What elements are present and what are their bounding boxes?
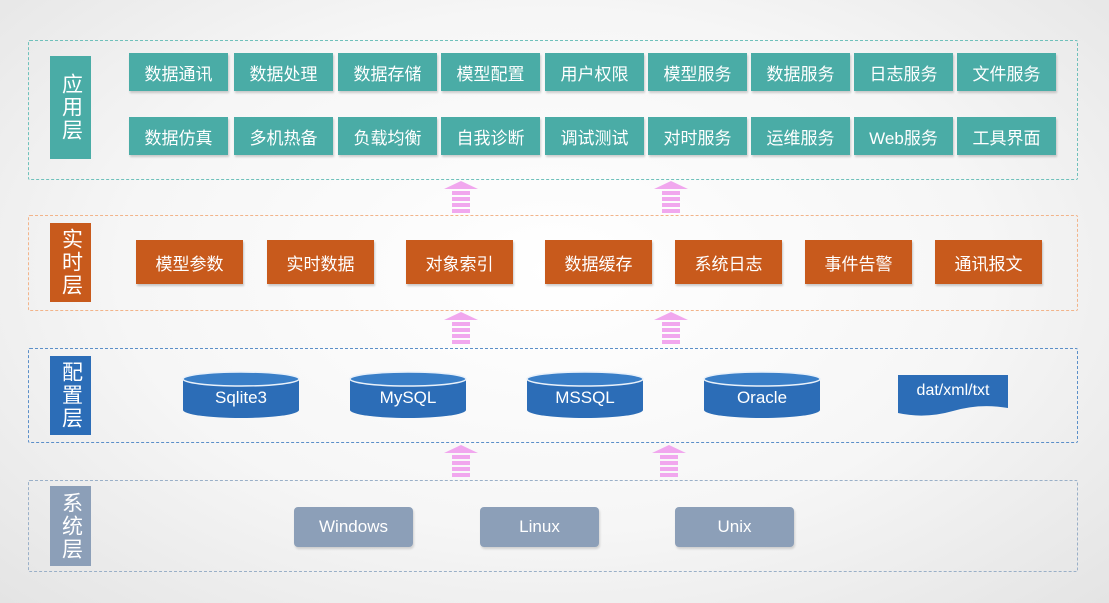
realtime-item-box: 实时数据 — [267, 240, 374, 284]
application-layer-frame — [28, 40, 1078, 180]
database-cylinder: Oracle — [703, 371, 821, 419]
app-service-box: 自我诊断 — [441, 117, 540, 155]
app-service-box: 数据通讯 — [129, 53, 228, 91]
database-icon — [703, 371, 821, 418]
up-arrow-icon — [444, 312, 478, 344]
app-service-box: 日志服务 — [854, 53, 953, 91]
app-service-box: 调试测试 — [545, 117, 644, 155]
database-cylinder: MSSQL — [526, 371, 644, 419]
file-document-shape: dat/xml/txt — [898, 375, 1008, 419]
realtime-item-box: 系统日志 — [675, 240, 782, 284]
os-box-windows: Windows — [294, 507, 413, 547]
app-service-box: 数据仿真 — [129, 117, 228, 155]
os-box-unix: Unix — [675, 507, 794, 547]
database-label: MySQL — [379, 388, 437, 407]
up-arrow-icon — [654, 312, 688, 344]
config-layer-label: 配置层 — [50, 356, 91, 435]
realtime-layer-frame — [28, 215, 1078, 311]
database-icon — [526, 371, 644, 418]
database-cylinder: Sqlite3 — [182, 371, 300, 419]
app-service-box: 多机热备 — [234, 117, 333, 155]
app-service-box: 数据处理 — [234, 53, 333, 91]
app-service-box: 模型配置 — [441, 53, 540, 91]
app-service-box: 模型服务 — [648, 53, 747, 91]
app-service-box: 工具界面 — [957, 117, 1056, 155]
application-layer-label: 应用层 — [50, 56, 91, 159]
realtime-layer-label: 实时层 — [50, 223, 91, 302]
config-layer-frame — [28, 348, 1078, 443]
app-service-box: Web服务 — [854, 117, 953, 155]
file-format-label: dat/xml/txt — [916, 382, 990, 399]
database-icon — [182, 371, 300, 418]
database-cylinder: MySQL — [349, 371, 467, 419]
document-icon — [898, 375, 1008, 416]
realtime-item-box: 模型参数 — [136, 240, 243, 284]
up-arrow-icon — [444, 181, 478, 213]
database-label: Sqlite3 — [215, 388, 267, 407]
app-service-box: 用户权限 — [545, 53, 644, 91]
system-layer-label: 系统层 — [50, 486, 91, 566]
app-service-box: 文件服务 — [957, 53, 1056, 91]
realtime-item-box: 通讯报文 — [935, 240, 1042, 284]
up-arrow-icon — [652, 445, 686, 477]
system-layer-frame — [28, 480, 1078, 572]
realtime-item-box: 对象索引 — [406, 240, 513, 284]
app-service-box: 对时服务 — [648, 117, 747, 155]
up-arrow-icon — [654, 181, 688, 213]
app-service-box: 数据服务 — [751, 53, 850, 91]
up-arrow-icon — [444, 445, 478, 477]
os-box-linux: Linux — [480, 507, 599, 547]
database-icon — [349, 371, 467, 418]
app-service-box: 负载均衡 — [338, 117, 437, 155]
database-label: Oracle — [736, 388, 788, 407]
app-service-box: 数据存储 — [338, 53, 437, 91]
realtime-item-box: 数据缓存 — [545, 240, 652, 284]
database-label: MSSQL — [555, 388, 615, 407]
realtime-item-box: 事件告警 — [805, 240, 912, 284]
app-service-box: 运维服务 — [751, 117, 850, 155]
